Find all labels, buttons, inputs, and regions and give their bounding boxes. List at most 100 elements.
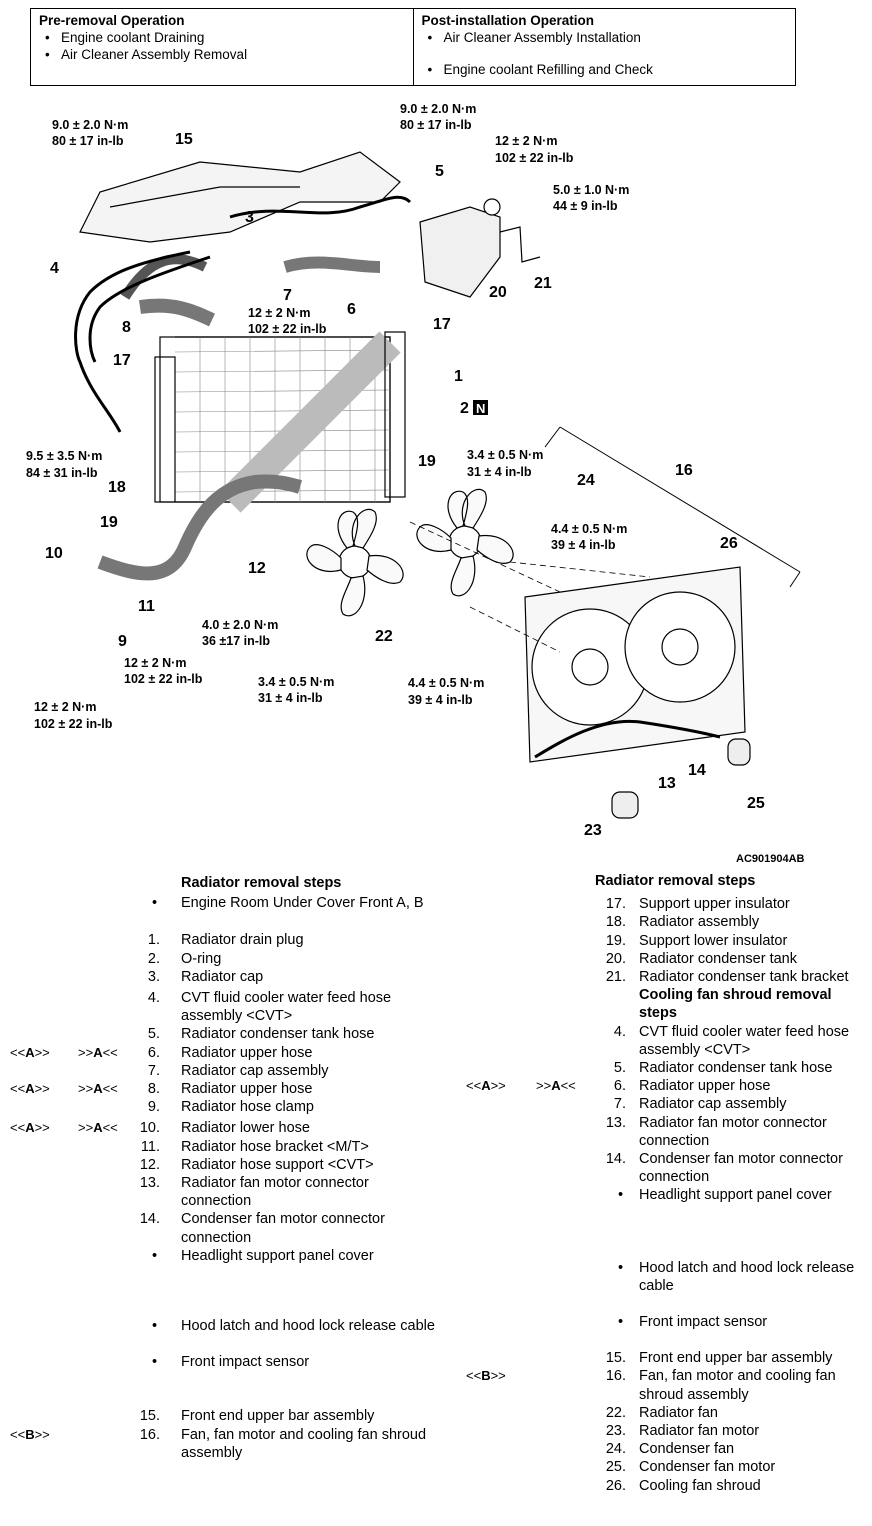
right-steps-title: Radiator removal steps: [595, 873, 756, 889]
new-part-badge: [473, 400, 488, 415]
step-text: Front impact sensor: [181, 1354, 310, 1371]
callout: 5: [435, 163, 444, 180]
step-text: Condenser fan: [639, 1441, 735, 1458]
step-row: <<A>>>>A<<8.Radiator upper hose: [0, 1080, 440, 1098]
step-number: 17.: [605, 896, 626, 913]
step-text: Radiator upper hose: [181, 1081, 313, 1098]
step-number: 16.: [605, 1368, 626, 1385]
step-number: 7.: [613, 1096, 626, 1113]
torque-label: 80 ± 17 in-lb: [400, 118, 472, 132]
step-row: 9.Radiator hose clamp: [0, 1098, 440, 1116]
callout: 24: [577, 472, 595, 489]
step-number: 2.: [147, 950, 160, 967]
pre-removal-item: Engine coolant Draining: [45, 29, 405, 46]
step-row: 17.Support upper insulator: [458, 895, 872, 913]
reference-mark-removal: <<A>>: [466, 1078, 506, 1094]
callout: 22: [375, 628, 393, 645]
callout: 17: [113, 352, 131, 369]
step-text: Engine Room Under Cover Front A, B: [181, 895, 424, 912]
step-number: 9.: [147, 1099, 160, 1116]
callout: 18: [108, 479, 126, 496]
step-row: 22.Radiator fan: [458, 1404, 872, 1422]
pre-removal-item: Air Cleaner Assembly Removal: [45, 46, 405, 63]
callout: 20: [489, 284, 507, 301]
callout: 3: [245, 209, 254, 226]
callout: 7: [283, 287, 292, 304]
callout: 12: [248, 560, 266, 577]
step-number: 18.: [605, 914, 626, 931]
torque-label: 36 ±17 in-lb: [202, 634, 270, 648]
step-text: Condenser fan motor connector connection: [181, 1211, 385, 1246]
step-text: Radiator fan: [639, 1404, 718, 1421]
step-number: 19.: [605, 932, 626, 949]
step-row: 13.Radiator fan motor connector connecti…: [0, 1174, 440, 1210]
pre-removal-list: Engine coolant Draining Air Cleaner Asse…: [39, 29, 405, 63]
callout: 10: [45, 545, 63, 562]
post-installation-list: Air Cleaner Assembly Installation Engine…: [422, 29, 788, 78]
reference-mark-removal: <<A>>: [10, 1120, 50, 1136]
step-row: 14.Condenser fan motor connector connect…: [458, 1150, 872, 1186]
step-text: Radiator lower hose: [181, 1120, 310, 1137]
step-bullet: •: [618, 1187, 624, 1204]
callout: 11: [138, 598, 155, 615]
step-text: Hood latch and hood lock release cable: [181, 1318, 435, 1335]
step-bullet: •: [152, 1318, 158, 1335]
step-number: 21.: [605, 969, 626, 986]
callout: 6: [347, 301, 356, 318]
left-steps-title: Radiator removal steps: [181, 875, 342, 891]
step-row: •Hood latch and hood lock release cable: [458, 1259, 872, 1295]
step-number: 6.: [147, 1044, 160, 1061]
step-row: 12.Radiator hose support <CVT>: [0, 1156, 440, 1174]
torque-label: 12 ± 2 N·m: [124, 656, 186, 670]
step-text: Headlight support panel cover: [181, 1247, 374, 1264]
torque-label: 12 ± 2 N·m: [34, 700, 96, 714]
step-text: Condenser fan motor connector connection: [639, 1151, 843, 1186]
callout: 1: [454, 368, 463, 385]
reference-mark-removal: <<B>>: [466, 1368, 506, 1384]
step-text: Radiator condenser tank hose: [639, 1060, 833, 1077]
step-row: 21.Radiator condenser tank bracket: [458, 968, 872, 986]
step-row: 1.Radiator drain plug: [0, 931, 440, 949]
torque-label: 9.0 ± 2.0 N·m: [400, 102, 476, 116]
reference-mark-removal: <<B>>: [10, 1426, 50, 1442]
callout: 19: [418, 453, 436, 470]
callout: 25: [747, 795, 765, 812]
torque-label: 39 ± 4 in-lb: [551, 538, 616, 552]
step-row: <<B>>16.Fan, fan motor and cooling fan s…: [0, 1426, 440, 1462]
step-text: Radiator fan motor connector connection: [639, 1114, 827, 1149]
callout: 15: [175, 131, 193, 148]
step-row: • Headlight support panel cover: [0, 1247, 440, 1265]
step-bullet: •: [152, 895, 158, 912]
step-row: 26.Cooling fan shroud: [458, 1477, 872, 1495]
callout: 9: [118, 633, 127, 650]
step-number: 23.: [605, 1423, 626, 1440]
step-bullet: •: [152, 1354, 158, 1371]
radiator-drawing: [74, 151, 801, 819]
torque-label: 3.4 ± 0.5 N·m: [258, 675, 334, 689]
torque-label: 4.0 ± 2.0 N·m: [202, 618, 278, 632]
step-text: Radiator cap assembly: [181, 1062, 329, 1079]
step-text: Front end upper bar assembly: [639, 1350, 833, 1367]
step-row: 5.Radiator condenser tank hose: [0, 1025, 440, 1043]
step-row: 11.Radiator hose bracket <M/T>: [0, 1138, 440, 1156]
post-installation-column: Post-installation Operation Air Cleaner …: [412, 9, 796, 85]
step-row: 4.CVT fluid cooler water feed hose assem…: [0, 989, 440, 1025]
reference-letter: A: [93, 1120, 103, 1136]
torque-label: 4.4 ± 0.5 N·m: [551, 522, 627, 536]
torque-label: 102 ± 22 in-lb: [124, 672, 203, 686]
step-row: 7.Radiator cap assembly: [458, 1095, 872, 1113]
step-row: • Hood latch and hood lock release cable: [0, 1317, 440, 1335]
torque-labels: 9.0 ± 2.0 N·m 80 ± 17 in-lb 9.0 ± 2.0 N·…: [26, 102, 805, 865]
reference-letter: A: [25, 1081, 35, 1097]
reference-mark-installation: >>A<<: [78, 1044, 118, 1060]
step-text: Radiator upper hose: [181, 1044, 313, 1061]
step-row: 4.CVT fluid cooler water feed hose assem…: [458, 1023, 872, 1059]
step-row: 15.Front end upper bar assembly: [458, 1349, 872, 1367]
step-number: 4.: [613, 1023, 626, 1040]
reference-letter: A: [25, 1044, 35, 1060]
step-number: 10.: [139, 1120, 160, 1137]
step-bullet: •: [152, 1247, 158, 1264]
step-row: •Headlight support panel cover: [458, 1186, 872, 1204]
step-text: Fan, fan motor and cooling fan shroud as…: [181, 1426, 427, 1461]
reference-letter: A: [25, 1120, 35, 1136]
